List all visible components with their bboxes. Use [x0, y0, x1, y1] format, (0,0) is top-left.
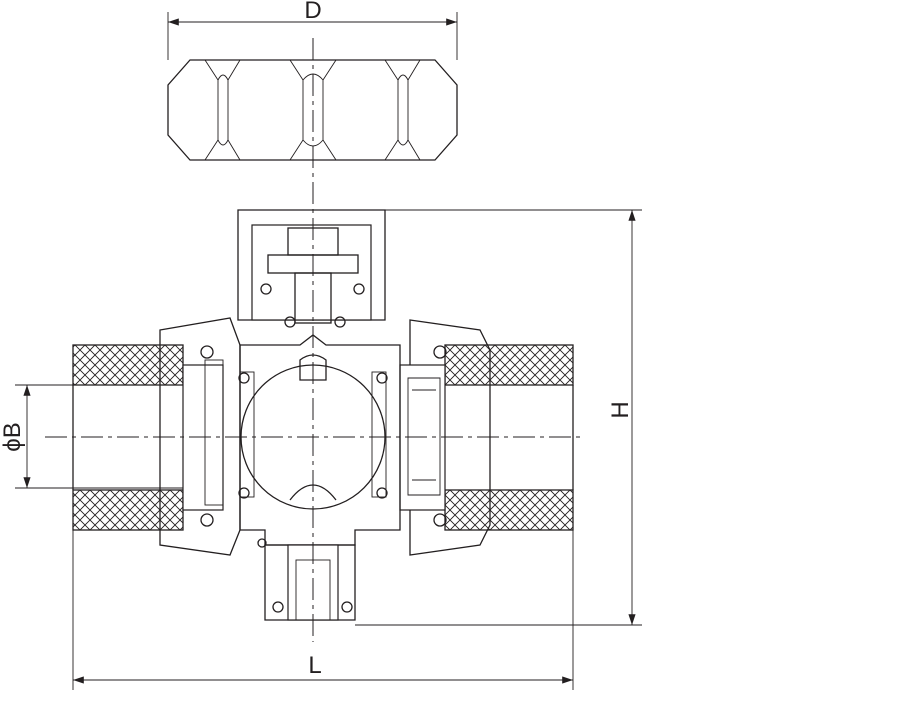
dimension-B: ϕB — [0, 384, 183, 489]
dimension-label-L: L — [308, 652, 321, 679]
valve-bonnet — [237, 209, 386, 324]
dimension-H: H — [355, 209, 642, 626]
dimension-label-D: D — [304, 0, 321, 24]
bottom-outlet — [264, 544, 356, 621]
dimension-label-B: ϕB — [0, 422, 26, 451]
dimension-label-H: H — [607, 401, 634, 418]
dimension-D: D — [167, 0, 458, 60]
dimension-L: L — [72, 530, 574, 690]
valve-body — [238, 316, 401, 548]
